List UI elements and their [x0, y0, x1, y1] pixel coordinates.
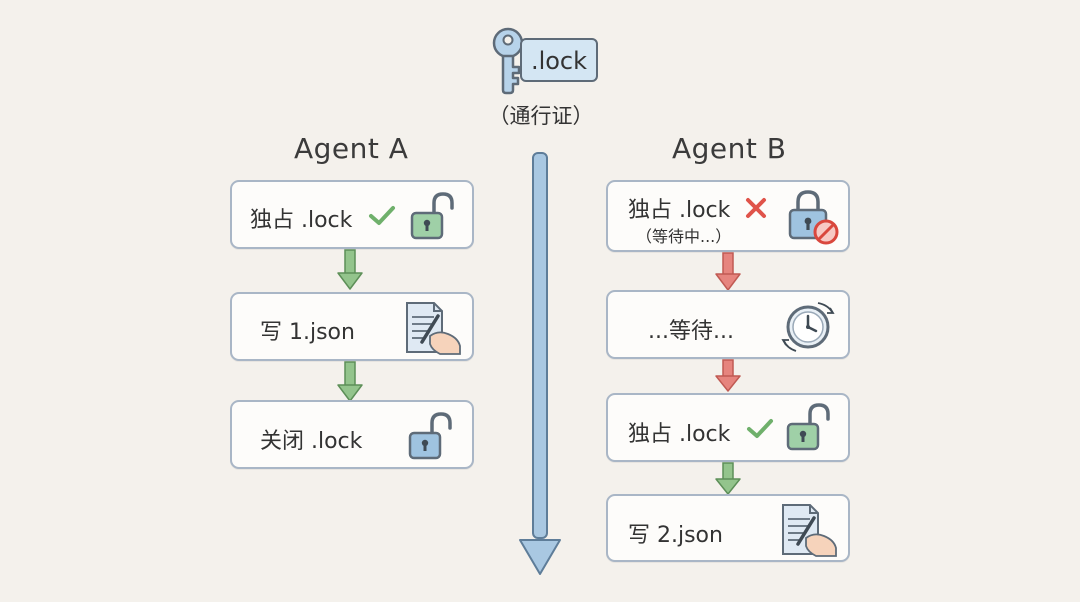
step-label: 独占 .lock — [628, 198, 731, 223]
step-label: ...等待... — [648, 319, 734, 344]
clock-icon — [781, 302, 835, 352]
arrow-down-red — [715, 252, 741, 291]
check-icon — [369, 206, 395, 225]
agent-a-step-acquire-lock: 独占 .lock — [230, 180, 474, 249]
step-sublabel: （等待中...） — [636, 227, 732, 246]
lock-file-label: .lock — [520, 38, 598, 82]
step-label: 独占 .lock — [250, 208, 353, 233]
agent-a-step-close-lock: 关闭 .lock — [230, 400, 474, 469]
passcode-caption: （通行证） — [488, 104, 594, 128]
document-writing-icon — [406, 302, 461, 355]
lock-open-green-icon — [786, 403, 830, 451]
agent-b-title: Agent B — [672, 132, 787, 165]
lock-open-blue-icon — [408, 412, 452, 460]
arrow-down-green — [337, 249, 363, 290]
agent-b-step-waiting: ...等待... — [606, 290, 850, 359]
lock-open-green-icon — [410, 192, 454, 240]
lock-file-text: .lock — [530, 47, 588, 75]
agent-b-step-acquire-lock-blocked: 独占 .lock （等待中...） — [606, 180, 850, 252]
check-icon — [747, 419, 773, 438]
agent-b-step-acquire-lock: 独占 .lock — [606, 393, 850, 462]
timeline-arrow — [519, 152, 561, 575]
arrow-down-green — [337, 361, 363, 402]
arrow-down-green — [715, 462, 741, 495]
agent-a-step-write-json: 写 1.json — [230, 292, 474, 361]
document-writing-icon — [782, 504, 837, 557]
step-label: 写 2.json — [628, 523, 723, 548]
step-label: 独占 .lock — [628, 422, 731, 447]
lock-blocked-icon — [788, 190, 839, 245]
arrow-down-red — [715, 359, 741, 392]
step-label: 写 1.json — [260, 320, 355, 345]
step-label: 关闭 .lock — [260, 429, 363, 454]
agent-a-title: Agent A — [294, 132, 409, 165]
agent-b-step-write-json: 写 2.json — [606, 494, 850, 562]
cross-icon — [746, 198, 766, 218]
